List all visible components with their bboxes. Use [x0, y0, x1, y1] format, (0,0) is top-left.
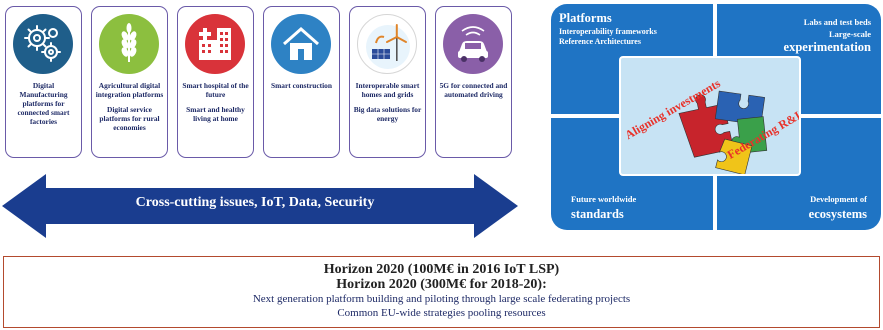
horizon-line-1: Horizon 2020 (100M€ in 2016 IoT LSP) — [323, 262, 560, 277]
center-box: Aligning investments Federating R&I — [619, 56, 801, 176]
card-digital-manufacturing: Digital Manufacturing platforms for conn… — [5, 6, 82, 158]
quadrant-title: ecosystems — [808, 207, 867, 221]
quadrant-title: Platforms — [559, 11, 612, 25]
card-title: 5G for connected and automated driving — [439, 81, 508, 100]
cross-cutting-arrow — [2, 174, 518, 238]
card-label: Interoperable smart homes and grids Big … — [353, 81, 422, 123]
card-subtitle: Digital service platforms for rural econ… — [99, 105, 160, 133]
quadrant-line: Future worldwide — [571, 194, 637, 204]
quadrant-line: Reference Architectures — [559, 37, 641, 46]
card-title: Digital Manufacturing platforms for conn… — [17, 81, 70, 127]
card-label: 5G for connected and automated driving — [439, 81, 508, 99]
card-title: Smart construction — [271, 81, 332, 90]
card-title: Smart hospital of the future — [182, 81, 249, 100]
horizon-2020-box: Horizon 2020 (100M€ in 2016 IoT LSP) Hor… — [3, 256, 880, 328]
strategy-panel: Platforms Interoperability frameworks Re… — [551, 4, 881, 230]
card-smart-construction: Smart construction — [263, 6, 340, 158]
card-subtitle: Smart and healthy living at home — [186, 105, 245, 124]
card-title: Agricultural digital integration platfor… — [95, 81, 164, 100]
quadrant-title: experimentation — [783, 40, 871, 54]
card-label: Smart hospital of the future Smart and h… — [181, 81, 250, 123]
card-label: Smart construction — [267, 81, 336, 90]
card-label: Agricultural digital integration platfor… — [95, 81, 164, 132]
quadrant-line: Labs and test beds — [803, 17, 871, 27]
hospital-icon — [185, 14, 245, 74]
card-title: Interoperable smart homes and grids — [355, 81, 420, 100]
gears-icon — [13, 14, 73, 74]
card-smart-homes-grids: Interoperable smart homes and grids Big … — [349, 6, 426, 158]
wheat-icon — [99, 14, 159, 74]
card-5g-driving: 5G for connected and automated driving — [435, 6, 512, 158]
horizon-line-4: Common EU-wide strategies pooling resour… — [337, 307, 546, 319]
horizon-line-2: Horizon 2020 (300M€ for 2018-20): — [336, 277, 547, 292]
puzzle-pieces-icon — [678, 90, 768, 174]
arrow-label: Cross-cutting issues, IoT, Data, Securit… — [135, 195, 375, 210]
card-subtitle: Big data solutions for energy — [353, 105, 422, 124]
card-agricultural-platforms: Agricultural digital integration platfor… — [91, 6, 168, 158]
house-icon — [271, 14, 331, 74]
quadrant-line: Interoperability frameworks — [559, 27, 657, 36]
quadrant-title: standards — [571, 207, 624, 221]
quadrant-line: Large-scale — [828, 29, 871, 39]
card-smart-hospital: Smart hospital of the future Smart and h… — [177, 6, 254, 158]
connected-car-icon — [443, 14, 503, 74]
card-label: Digital Manufacturing platforms for conn… — [9, 81, 78, 126]
quadrant-line: Development of — [810, 194, 867, 204]
wind-turbine-icon — [357, 14, 417, 74]
horizon-line-3: Next generation platform building and pi… — [252, 293, 631, 305]
